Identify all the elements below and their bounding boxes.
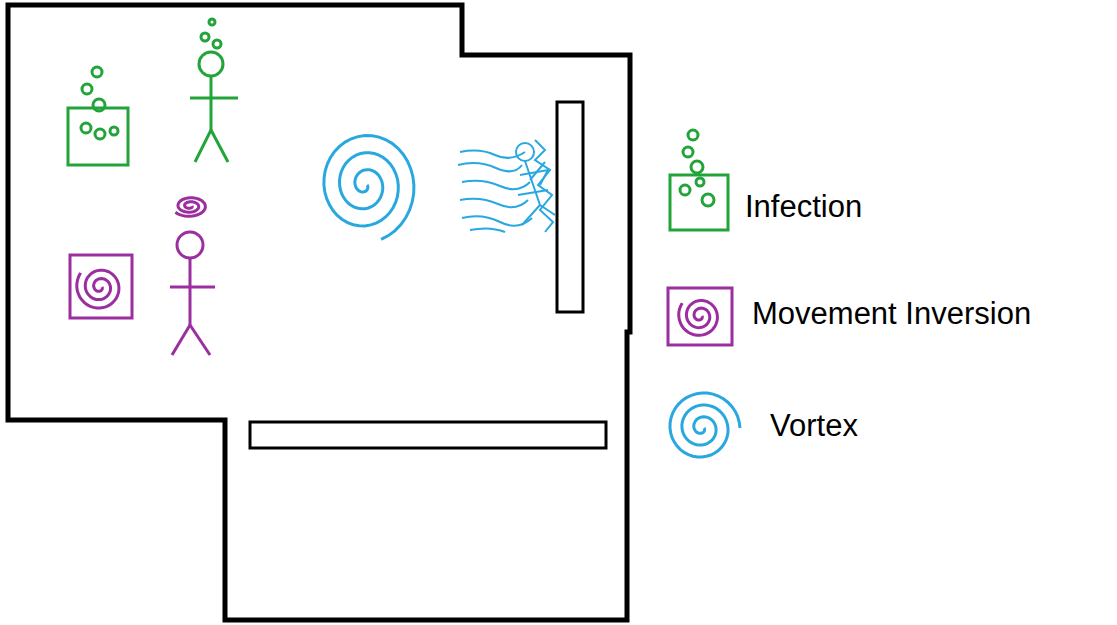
legend-vortex-icon xyxy=(670,393,740,457)
legend-label: Movement Inversion xyxy=(752,298,1031,329)
legend-inversion-icon xyxy=(668,288,732,345)
legend-infection-icon xyxy=(670,130,728,230)
vortex xyxy=(324,136,414,240)
wall-bar xyxy=(250,422,606,448)
room-wall xyxy=(8,5,630,620)
pushed-player xyxy=(458,140,555,232)
inverted-player xyxy=(170,198,215,355)
legend-label: Vortex xyxy=(770,410,858,441)
inversion-pickup xyxy=(70,255,132,318)
infected-player xyxy=(190,19,238,162)
infection-pickup xyxy=(68,67,128,165)
legend-label: Infection xyxy=(745,191,862,222)
wall-bar xyxy=(557,102,583,312)
